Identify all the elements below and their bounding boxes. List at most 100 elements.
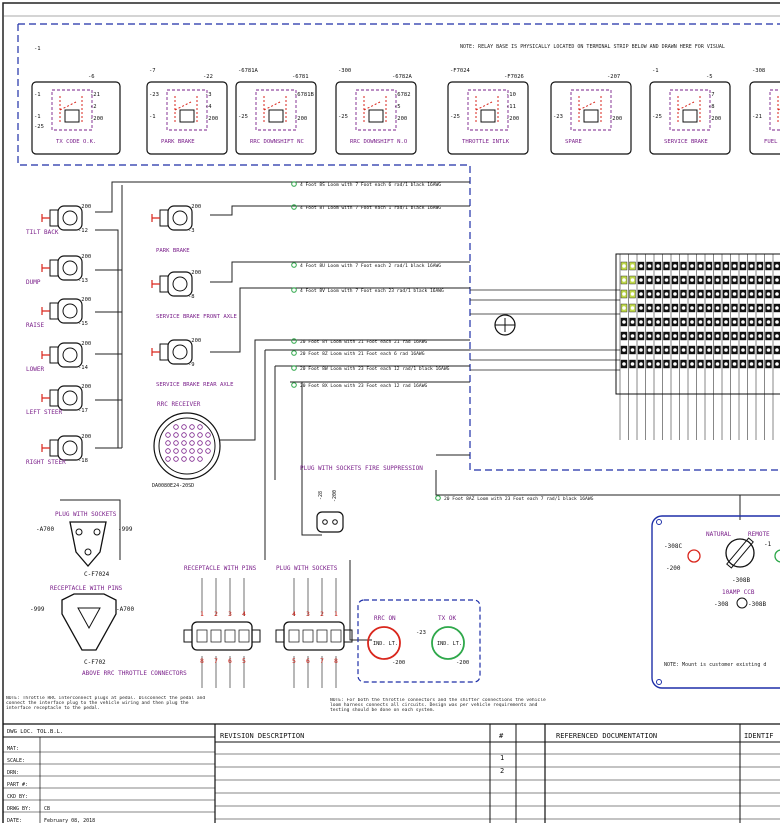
indicator-title: TX OK [438,615,456,622]
sensor-pin-top: -200 [188,270,201,276]
relay-pin-lt: -1 [652,68,659,74]
rrc-receiver-part: DA0080E24-20SD [152,483,194,489]
wire-labels: 4 Foot 8S Loom with 7 Foot each 6 rad/1 … [291,181,594,502]
panel-note: NOTE: Mount is customer existing d [664,662,766,668]
panel-bottom: -308B [732,577,750,584]
sensor-pin-bot: -17 [78,408,88,414]
sensor-pin-bot: -18 [78,458,88,464]
tb-row-key: SCALE: [7,758,25,764]
relay-pin-lb: -25 [652,114,662,120]
sensor-pin-top: -200 [78,254,91,260]
relay-pin-rt: -207 [607,74,620,80]
tb-row-key: CKD BY: [7,794,28,800]
indicator-pin-bot: -200 [456,660,469,666]
relay-label: RRC DOWNSHIFT NC [250,139,304,145]
relay-label: PARK BRAKE [161,139,195,145]
receptacle-8pin-pin-bot: 8 [200,657,204,665]
tb-row-key: DRWG BY: [7,806,31,812]
sensor-label: RIGHT STEER [26,459,66,466]
relay-label: TX CODE O.K. [56,139,96,145]
relay-coil-b: -200 [294,116,307,122]
throttle-connectors: PLUG WITH SOCKETS -A700 -999 C-F7024 REC… [30,511,187,677]
sensor: -200 -12 TILT BACK [26,204,91,236]
wire-label: 4 Foot 8U Loom with 7 Foot each 2 rad/1 … [300,263,441,269]
relay-pin-lb: -21 [752,114,762,120]
sensor-pin-top: -200 [78,297,91,303]
relay-pin-rb: -8 [708,104,715,110]
sensor-label: PARK BRAKE [156,248,190,254]
relay-pin-lb: -25 [338,114,348,120]
relay-label: THROTTLE INTLK [462,139,510,145]
receptacle-8pin-label: RECEPTACLE WITH PINS [184,565,257,572]
tb-left-header: DWG LOC. TOL.B.L. [7,729,63,735]
sensor-pin-top: -200 [78,204,91,210]
relay-pin-rt: -6782A [392,74,413,80]
plug-8pin-pin-top: 2 [320,610,324,618]
relay-coil-b: -200 [205,116,218,122]
control-panel: NATURAL REMOTE -1 -308C -200 -308B 10AMP… [651,515,780,689]
wire-label: 20 Foot 8X Loom with 23 Foot each 12 rad… [300,383,427,389]
sensor-label: LOWER [26,366,44,373]
tb-row-value: February 08, 2018 [44,818,95,823]
receptacle-8pin-pin-bot: 6 [228,657,232,665]
rev-num-1: 1 [500,754,504,762]
relay-pin-rm: -7 [708,92,715,98]
fire-pin-a: -28 [318,491,324,500]
receptacle-8pin-pin-bot: 5 [242,657,246,665]
relay-pin-lt: -300 [338,68,351,74]
top-note: NOTE: RELAY BASE IS PHYSICALLY LOCATED O… [460,44,725,50]
relay-pin-rt: -6 [88,74,95,80]
wire-label: 20 Foot 8W Loom with 23 Foot each 12 rad… [300,366,450,372]
sensor-pin-bot: -8 [188,294,195,300]
relay-pin-rt: -F7026 [504,74,524,80]
wire-label: 20 Foot 8Z Loom with 21 Foot each 6 rad … [300,351,425,357]
plug-left-pin: -A700 [36,526,54,533]
sensor-pin-top: -200 [78,384,91,390]
relay-pin-lt: -6781A [238,68,259,74]
relay-pin-rm: -6781B [294,92,315,98]
relay-coil-b: -200 [708,116,721,122]
relay-pin-rb: -5 [394,104,401,110]
panel-ccb-right: -308B [748,601,766,608]
relay-coil-a: -25 [34,124,44,130]
sensor-pin-bot: -13 [78,278,88,284]
wire-label: 20 Foot 8Y Loom with 21 Foot each 21 rad… [300,339,427,345]
indicator-lamp-label: IND. LT. [437,641,462,647]
recept-right-pin: -A700 [116,606,134,613]
relay-pin-rm: -3 [205,92,212,98]
loom-clamp-icon [494,314,516,336]
terminal-strip [615,253,780,440]
rev-col-header: # [499,732,504,740]
receptacle-tag: C-F702 [84,659,106,666]
plug-tag: C-F7024 [84,571,110,578]
relay-enclosure [17,23,780,471]
rrc-receiver: RRC RECEIVER DA0080E24-20SD [152,401,221,489]
sensor-pin-bot: -12 [78,228,88,234]
selector-switch-icon [725,538,755,568]
relay-pin-lb: -25 [450,114,460,120]
indicator-pin-bot: -200 [392,660,405,666]
relay-label: FUEL [764,139,778,145]
sensor-pin-top: -200 [78,434,91,440]
relay-pin-lb: -1 [34,114,41,120]
sensor-label: TILT BACK [26,229,59,236]
note-right: NOTE: For both the throttle connectors a… [330,698,546,713]
indicator-lamp-label: IND. LT. [373,641,398,647]
throttle-caption: ABOVE RRC THROTTLE CONNECTORS [82,670,187,677]
wire-label: 4 Foot 8V Loom with 7 Foot each 23 rad/1… [300,288,444,294]
indicator-pin-top: -23 [416,630,426,636]
